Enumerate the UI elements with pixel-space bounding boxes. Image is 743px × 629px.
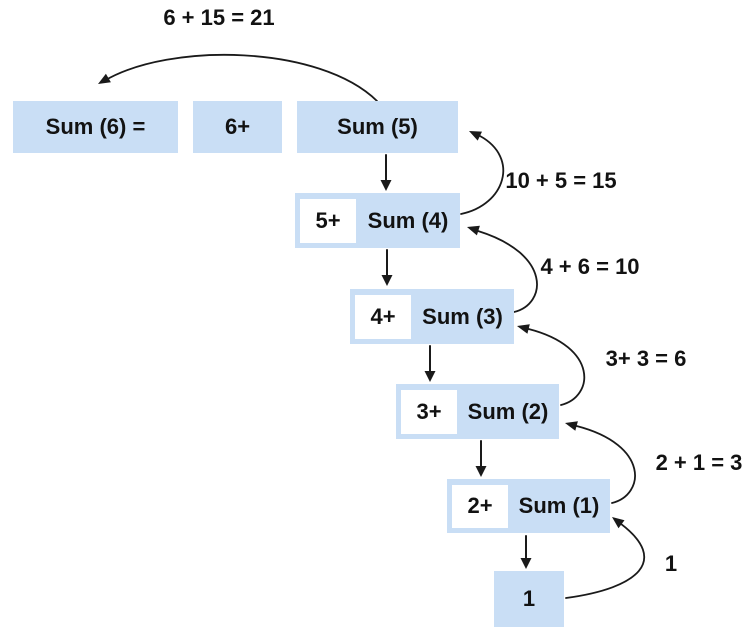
call-arrow-sum4-sum3-head — [381, 275, 393, 286]
box-sum-3-prefix: 4+ — [370, 303, 396, 329]
call-arrow-sum5-sum4-head — [380, 180, 392, 191]
return-arrow-total-head — [98, 73, 111, 84]
box-sum-2-prefix: 3+ — [416, 398, 442, 424]
box-sum-3-label: Sum (3) — [422, 303, 503, 329]
return-arrow-from3-head — [467, 225, 480, 236]
return-arrow-from4-head — [469, 131, 482, 141]
return-label-from1: 1 — [664, 551, 678, 576]
return-arrow-from1-head — [565, 421, 578, 431]
box-sum-3-operand: 4+ — [355, 294, 411, 339]
box-sum-4-label: Sum (4) — [367, 207, 449, 233]
return-arrow-base-curve — [565, 523, 646, 599]
box-sum-1-operand: 2+ — [452, 484, 508, 528]
return-arrow-from1-curve — [575, 425, 636, 504]
box-sum-2-label: Sum (2) — [467, 398, 549, 424]
return-arrow-from3-curve — [477, 230, 538, 313]
call-arrow-sum1-base-head — [520, 558, 532, 569]
box-sum-2: 3+ Sum (2) — [396, 384, 559, 439]
box-sum-3: 4+ Sum (3) — [350, 289, 514, 344]
box-sum-4-prefix: 5+ — [315, 207, 341, 233]
box-base-case-label: 1 — [522, 586, 536, 611]
call-arrow-sum2-sum1-head — [475, 466, 487, 477]
box-sum-1: 2+ Sum (1) — [447, 479, 610, 533]
return-label-from2: 2 + 1 = 3 — [655, 450, 743, 475]
return-arrow-total-curve — [103, 53, 378, 102]
return-label-from3: 3+ 3 = 6 — [605, 346, 687, 371]
box-sum-5-label: Sum (5) — [337, 114, 418, 139]
return-label-total: 6 + 15 = 21 — [163, 5, 275, 30]
return-arrow-from2-head — [517, 324, 530, 334]
return-label-from4: 4 + 6 = 10 — [540, 254, 640, 279]
return-arrow-base-head — [612, 517, 625, 529]
box-sum-4: 5+ Sum (4) — [295, 193, 460, 248]
return-arrow-from2-curve — [527, 328, 586, 406]
return-arrow-from4-curve — [460, 135, 505, 215]
box-sum-5: Sum (5) — [297, 101, 458, 153]
box-sum-1-prefix: 2+ — [467, 493, 493, 518]
box-sum-4-operand: 5+ — [300, 198, 356, 243]
call-arrow-sum3-sum2-head — [424, 371, 436, 382]
box-plus-6-label: 6+ — [224, 114, 251, 139]
box-plus-6: 6+ — [193, 101, 282, 153]
box-sum-2-operand: 3+ — [401, 389, 457, 434]
box-sum-1-label: Sum (1) — [518, 493, 600, 518]
box-sum-6-label: Sum (6) = — [45, 114, 146, 139]
return-label-from5: 10 + 5 = 15 — [505, 168, 617, 193]
box-base-case: 1 — [494, 571, 564, 627]
box-sum-6: Sum (6) = — [13, 101, 178, 153]
